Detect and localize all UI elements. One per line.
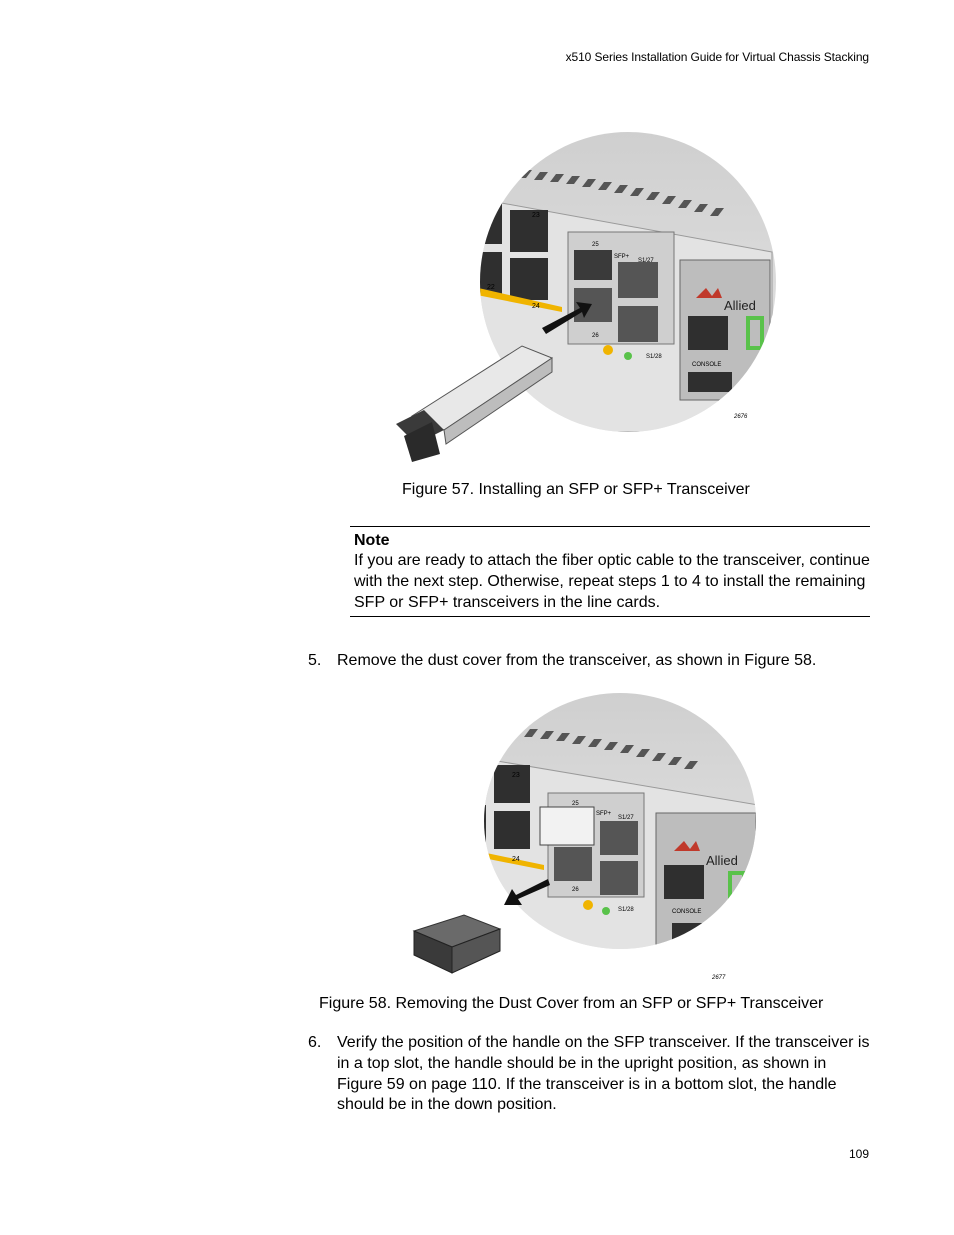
s127-label: S1/27 (638, 258, 654, 264)
port-label-26: 26 (592, 333, 599, 339)
port-label-25: 25 (572, 801, 579, 807)
console-label: CONSOLE (692, 362, 721, 368)
art-id-2677: 2677 (711, 975, 726, 981)
step-number: 5. (308, 652, 322, 669)
step-number: 6. (308, 1034, 322, 1051)
allied-logo-text: Allied (706, 853, 738, 868)
dust-cover (412, 914, 502, 974)
figure-58-caption: Figure 58. Removing the Dust Cover from … (319, 995, 824, 1012)
console-label: CONSOLE (672, 909, 701, 915)
step-6: 6. Verify the position of the handle on … (308, 1033, 870, 1116)
port-label-26: 26 (572, 887, 579, 893)
s128-label: S1/28 (618, 907, 634, 913)
step-text: Remove the dust cover from the transceiv… (337, 652, 817, 669)
s127-label: S1/27 (618, 815, 634, 821)
note-box: Note If you are ready to attach the fibe… (350, 526, 870, 618)
step-5: 5. Remove the dust cover from the transc… (308, 651, 870, 672)
port-label-24: 24 (532, 303, 540, 310)
sfp-label: SFP+ (596, 811, 612, 817)
note-title: Note (354, 532, 390, 549)
running-header: x510 Series Installation Guide for Virtu… (565, 50, 869, 64)
port-label-22: 22 (487, 284, 495, 291)
sfp-transceiver-module (396, 345, 554, 462)
port-label-22: 22 (466, 840, 474, 847)
figure-58-illustration: 23 22 24 25 SFP+ S1/27 26 S1/28 Allied C… (408, 693, 758, 983)
step-text: Verify the position of the handle on the… (337, 1034, 870, 1114)
art-id-2676: 2676 (733, 414, 748, 420)
sfp-label: SFP+ (614, 254, 630, 260)
figure-57-illustration: 23 22 24 25 SFP+ S1/27 26 S1/28 Allied C… (392, 132, 784, 466)
port-label-23: 23 (512, 772, 520, 779)
allied-logo-text: Allied (724, 298, 756, 313)
port-label-24: 24 (512, 856, 520, 863)
s128-label: S1/28 (646, 354, 662, 360)
note-body: If you are ready to attach the fiber opt… (354, 552, 870, 611)
figure-57-caption: Figure 57. Installing an SFP or SFP+ Tra… (402, 481, 750, 498)
switch-removing-dust-cover-drawing: 23 22 24 25 SFP+ S1/27 26 S1/28 Allied C… (412, 693, 756, 981)
port-label-25: 25 (592, 242, 599, 248)
page-number: 109 (848, 1147, 869, 1161)
switch-installing-transceiver-drawing: 23 22 24 25 SFP+ S1/27 26 S1/28 Allied C… (396, 132, 776, 462)
port-label-23: 23 (532, 212, 540, 219)
